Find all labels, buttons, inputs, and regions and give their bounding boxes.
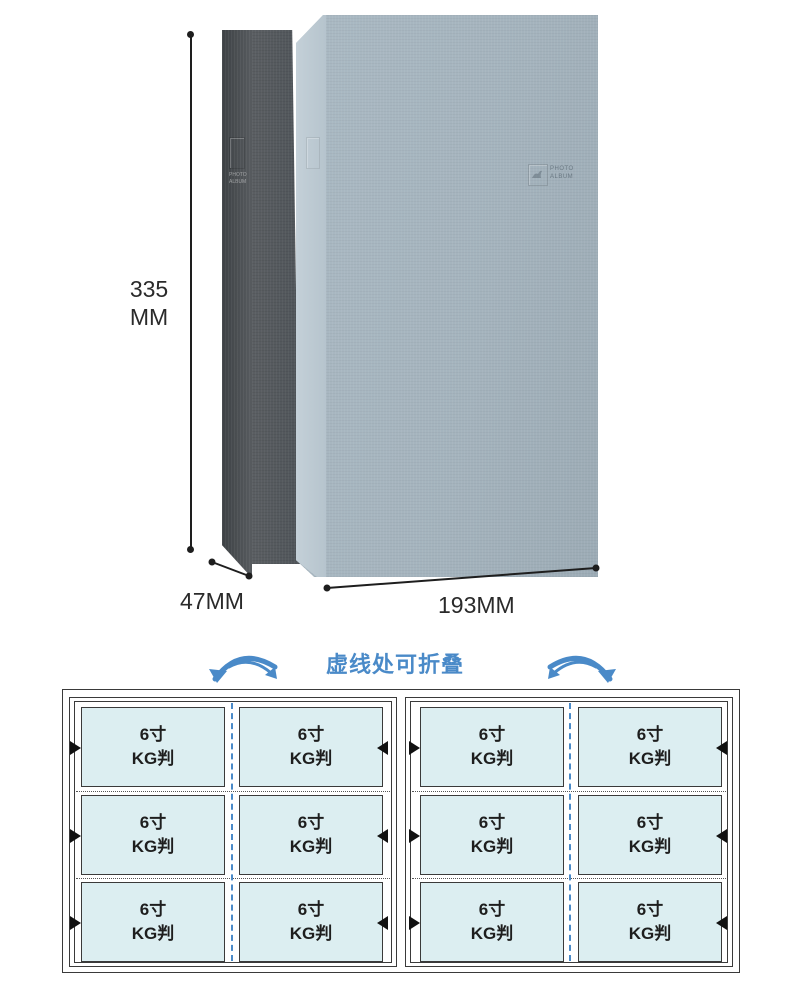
right-page-frame [405,697,733,967]
insert-arrow-icon [377,916,388,930]
insert-arrow-icon [70,829,81,843]
insert-arrow-icon [716,741,727,755]
dimension-endpoint [187,546,194,553]
spine-logo-icon [229,137,245,169]
fold-instruction-title: 虚线处可折叠 [325,652,464,677]
depth-label: 47MM [180,588,244,614]
insert-arrow-icon [409,741,420,755]
cover-logo-text: PHOTO ALBUM [550,166,574,180]
width-dimension-line [323,564,600,592]
dark-album-spine [222,30,252,578]
fold-arrow-icon [547,656,616,683]
row-separator [76,878,390,879]
cover-logo-icon [528,164,548,186]
insert-arrow-icon [377,829,388,843]
dimension-endpoint [187,31,194,38]
insert-arrow-icon [716,829,727,843]
spine-text: PHOTO ALBUM [229,172,247,185]
row-separator [76,791,390,792]
left-page-frame [69,697,397,967]
light-album-spine [296,15,326,577]
height-dimension-line [190,35,192,550]
height-label: 335 MM [129,276,169,330]
width-label: 193MM [438,592,515,618]
fold-arrow-icon [209,656,278,683]
insert-arrow-icon [70,916,81,930]
fold-dashed-line [231,703,233,961]
insert-arrow-icon [70,741,81,755]
light-album-cover [296,15,598,577]
insert-arrow-icon [409,829,420,843]
spine-logo-icon [306,137,320,169]
insert-arrow-icon [716,916,727,930]
fold-dashed-line [569,703,571,961]
insert-arrow-icon [409,916,420,930]
depth-dimension-line [208,558,253,580]
bird-icon [532,170,542,178]
insert-arrow-icon [377,741,388,755]
